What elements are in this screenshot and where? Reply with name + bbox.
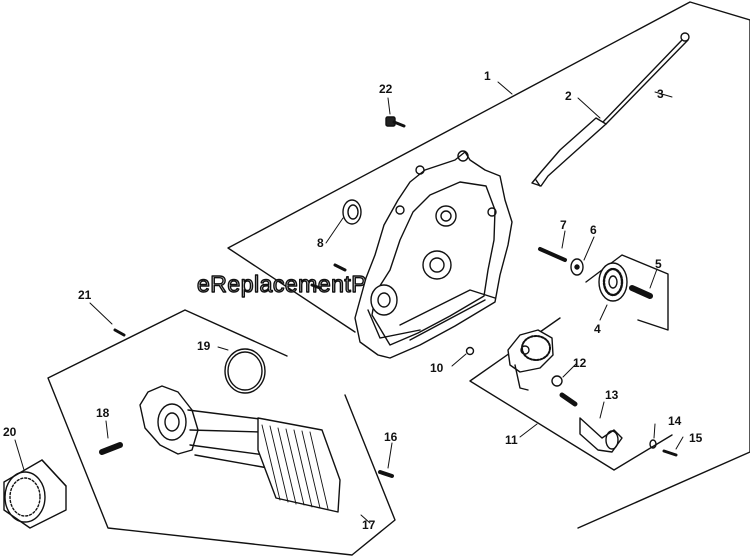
bolt-22 xyxy=(385,116,406,128)
o-ring-12 xyxy=(551,375,563,387)
callout-7: 7 xyxy=(560,218,567,232)
callout-12: 12 xyxy=(573,356,587,370)
callout-14: 14 xyxy=(668,414,682,428)
callout-21: 21 xyxy=(78,288,92,302)
pin-7 xyxy=(538,247,567,262)
callout-2: 2 xyxy=(565,89,572,103)
washer-6 xyxy=(570,258,584,276)
oil-cooler-assembly xyxy=(139,385,341,513)
bolt-18 xyxy=(99,442,123,455)
screw-15 xyxy=(662,449,678,457)
closure-plate xyxy=(354,150,513,359)
screw-21 xyxy=(113,328,126,337)
callout-19: 19 xyxy=(197,339,211,353)
gasket-19 xyxy=(224,348,266,394)
callout-20: 20 xyxy=(3,425,17,439)
shaft-5 xyxy=(629,285,653,299)
dipstick xyxy=(599,32,690,128)
callout-4: 4 xyxy=(594,322,601,336)
callout-17: 17 xyxy=(362,518,376,532)
bolt-16 xyxy=(378,470,394,478)
main-group-outline xyxy=(227,1,750,529)
callout-11: 11 xyxy=(505,433,518,447)
o-ring-10 xyxy=(465,346,475,356)
callout-15: 15 xyxy=(689,431,703,445)
callout-18: 18 xyxy=(96,406,110,420)
callout-3: 3 xyxy=(657,87,664,101)
oil-seal-8 xyxy=(342,199,362,225)
callout-13: 13 xyxy=(605,388,619,402)
oil-pump xyxy=(507,329,554,391)
small-screws xyxy=(310,263,347,290)
pressure-relief-valve xyxy=(559,392,623,453)
callout-8: 8 xyxy=(317,236,324,250)
callout-1: 1 xyxy=(484,69,491,83)
dipstick-tube xyxy=(531,117,607,187)
governor-gear xyxy=(598,262,628,302)
oil-pump-subgroup-outline xyxy=(469,317,673,471)
callout-6: 6 xyxy=(590,223,597,237)
oil-filter xyxy=(3,459,67,529)
callout-5: 5 xyxy=(655,257,662,271)
callout-labels: 1 2 3 4 5 6 7 8 10 11 12 13 14 15 16 17 … xyxy=(3,69,703,532)
callout-10: 10 xyxy=(430,361,444,375)
callout-16: 16 xyxy=(384,430,398,444)
oil-cooler-group-outline xyxy=(47,309,396,556)
leader-lines xyxy=(14,81,684,524)
washer-14 xyxy=(649,439,657,449)
callout-22: 22 xyxy=(379,82,393,96)
